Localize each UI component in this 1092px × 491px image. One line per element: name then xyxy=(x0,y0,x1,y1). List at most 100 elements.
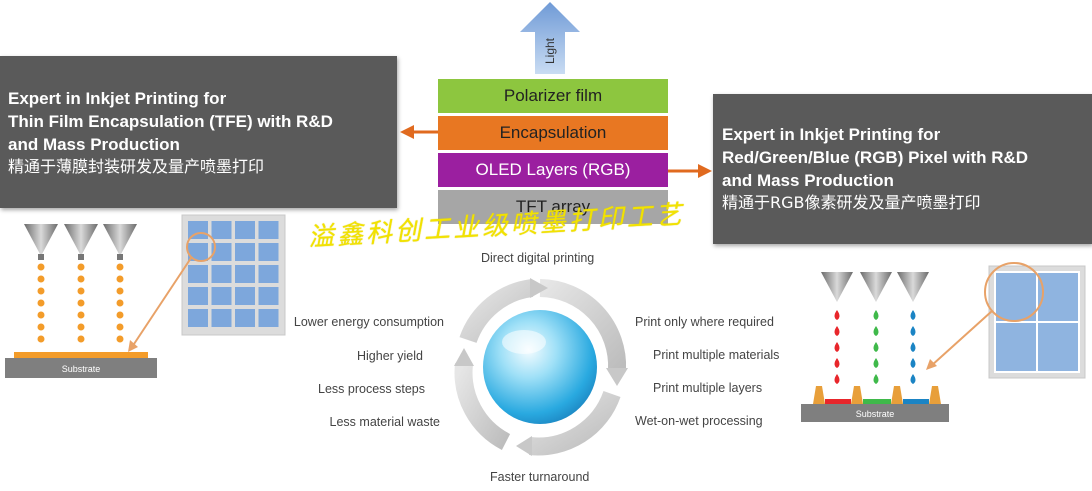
pixel-cell xyxy=(258,309,279,327)
nozzle-icon xyxy=(860,272,892,302)
pixel-cell xyxy=(258,243,279,261)
ink-drop xyxy=(77,287,85,295)
benefit-left-2: Higher yield xyxy=(356,349,423,363)
ink-drop xyxy=(834,358,840,368)
benefit-right-2: Print multiple materials xyxy=(653,348,780,362)
ink-drop xyxy=(37,323,45,331)
light-arrow: Light xyxy=(520,2,580,74)
left-info-box: Expert in Inkjet Printing for Thin Film … xyxy=(0,56,397,208)
right-substrate xyxy=(801,404,949,422)
right-box-title-line-1: Expert in Inkjet Printing for xyxy=(722,125,941,144)
benefit-right-4: Wet-on-wet processing xyxy=(635,414,763,428)
center-sphere xyxy=(483,310,597,424)
ink-drop xyxy=(910,326,916,336)
ink-drop xyxy=(37,263,45,271)
left-box-title-line-3: and Mass Production xyxy=(8,135,180,154)
layer-oled-rgb: OLED Layers (RGB) xyxy=(438,153,668,187)
ink-drop xyxy=(873,310,879,320)
right-box-title-line-3: and Mass Production xyxy=(722,171,894,190)
left-substrate xyxy=(5,358,157,378)
cycle-arrow-segment xyxy=(454,363,511,451)
pixel-cell xyxy=(211,309,232,327)
pixel-cell xyxy=(258,221,279,239)
ink-drop xyxy=(873,326,879,336)
ink-drop xyxy=(834,326,840,336)
ink-drop xyxy=(116,323,124,331)
left-box-title-line-1: Expert in Inkjet Printing for xyxy=(8,89,227,108)
ink-drop xyxy=(37,275,45,283)
pixel-cell xyxy=(211,287,232,305)
ink-drop xyxy=(116,335,124,343)
ink-drop xyxy=(116,263,124,271)
pixel-film xyxy=(825,399,851,404)
cycle-arrow-segment xyxy=(459,279,534,344)
cycle-bottom-label: Faster turnaround xyxy=(490,470,590,484)
benefit-left-3: Less process steps xyxy=(318,382,425,396)
pixel-cell xyxy=(258,287,279,305)
left-pointer-arrow xyxy=(400,125,438,139)
ink-drop xyxy=(77,323,85,331)
ink-drop xyxy=(37,311,45,319)
pixel-cell xyxy=(211,221,232,239)
pixel-cell xyxy=(235,243,255,261)
pixel-cell xyxy=(188,265,208,283)
ink-drop xyxy=(834,342,840,352)
layer-tft-array: TFT array xyxy=(438,190,668,224)
pixel-cell xyxy=(235,221,255,239)
right-inkjet-illustration: Substrate xyxy=(801,262,1086,422)
pixel-cell xyxy=(235,287,255,305)
nozzle-icon xyxy=(64,224,98,260)
ink-drop xyxy=(77,335,85,343)
ink-drop xyxy=(77,299,85,307)
benefit-right-3: Print multiple layers xyxy=(653,381,763,395)
ink-drop xyxy=(116,275,124,283)
cycle-top-label: Direct digital printing xyxy=(481,251,595,265)
ink-drop xyxy=(37,299,45,307)
pixel-cell xyxy=(235,309,255,327)
bank-structure xyxy=(929,386,941,404)
right-box-title-line-2: Red/Green/Blue (RGB) Pixel with R&D xyxy=(722,148,1029,167)
layer-encapsulation: Encapsulation xyxy=(438,116,668,150)
right-pointer-arrow xyxy=(668,164,712,178)
nozzle-icon xyxy=(24,224,58,260)
light-arrow-icon xyxy=(520,2,580,74)
right-substrate-label: Substrate xyxy=(856,409,895,419)
bank-structure xyxy=(813,386,825,404)
encapsulation-film xyxy=(14,352,148,358)
ink-drop xyxy=(116,311,124,319)
ink-drop xyxy=(873,374,879,384)
layer-polarizer-film: Polarizer film xyxy=(438,79,668,113)
bank-structure xyxy=(851,386,863,404)
left-inkjet-illustration: Substrate xyxy=(5,214,286,378)
nozzle-icon xyxy=(103,224,137,260)
benefit-left-4: Less material waste xyxy=(329,415,440,429)
ink-drop xyxy=(77,275,85,283)
pixel-cell xyxy=(258,265,279,283)
ink-drop xyxy=(77,311,85,319)
ink-drop xyxy=(910,310,916,320)
ink-drop xyxy=(873,342,879,352)
pixel-cell xyxy=(211,243,232,261)
left-box-chinese: 精通于薄膜封装研发及量产喷墨打印 xyxy=(8,157,265,176)
ink-drop xyxy=(116,287,124,295)
cycle-arrow-segment xyxy=(529,390,621,456)
ink-drop xyxy=(834,374,840,384)
ink-drop xyxy=(77,263,85,271)
nozzle-icon xyxy=(821,272,853,302)
cycle-arrow-segment xyxy=(539,279,627,371)
nozzle-icon xyxy=(897,272,929,302)
benefit-left-1: Lower energy consumption xyxy=(293,315,444,329)
pixel-cell xyxy=(188,243,208,261)
zoom-circle xyxy=(984,262,1044,322)
ink-drop xyxy=(37,287,45,295)
ink-drop xyxy=(37,335,45,343)
pixel-cell xyxy=(188,309,208,327)
bank-structure xyxy=(891,386,903,404)
pixel-cell xyxy=(211,265,232,283)
benefit-right-1: Print only where required xyxy=(635,315,774,329)
pixel-cell xyxy=(188,287,208,305)
pixel-film xyxy=(863,399,891,404)
right-box-chinese: 精通于RGB像素研发及量产喷墨打印 xyxy=(722,193,981,212)
ink-drop xyxy=(873,358,879,368)
pixel-cell xyxy=(235,265,255,283)
